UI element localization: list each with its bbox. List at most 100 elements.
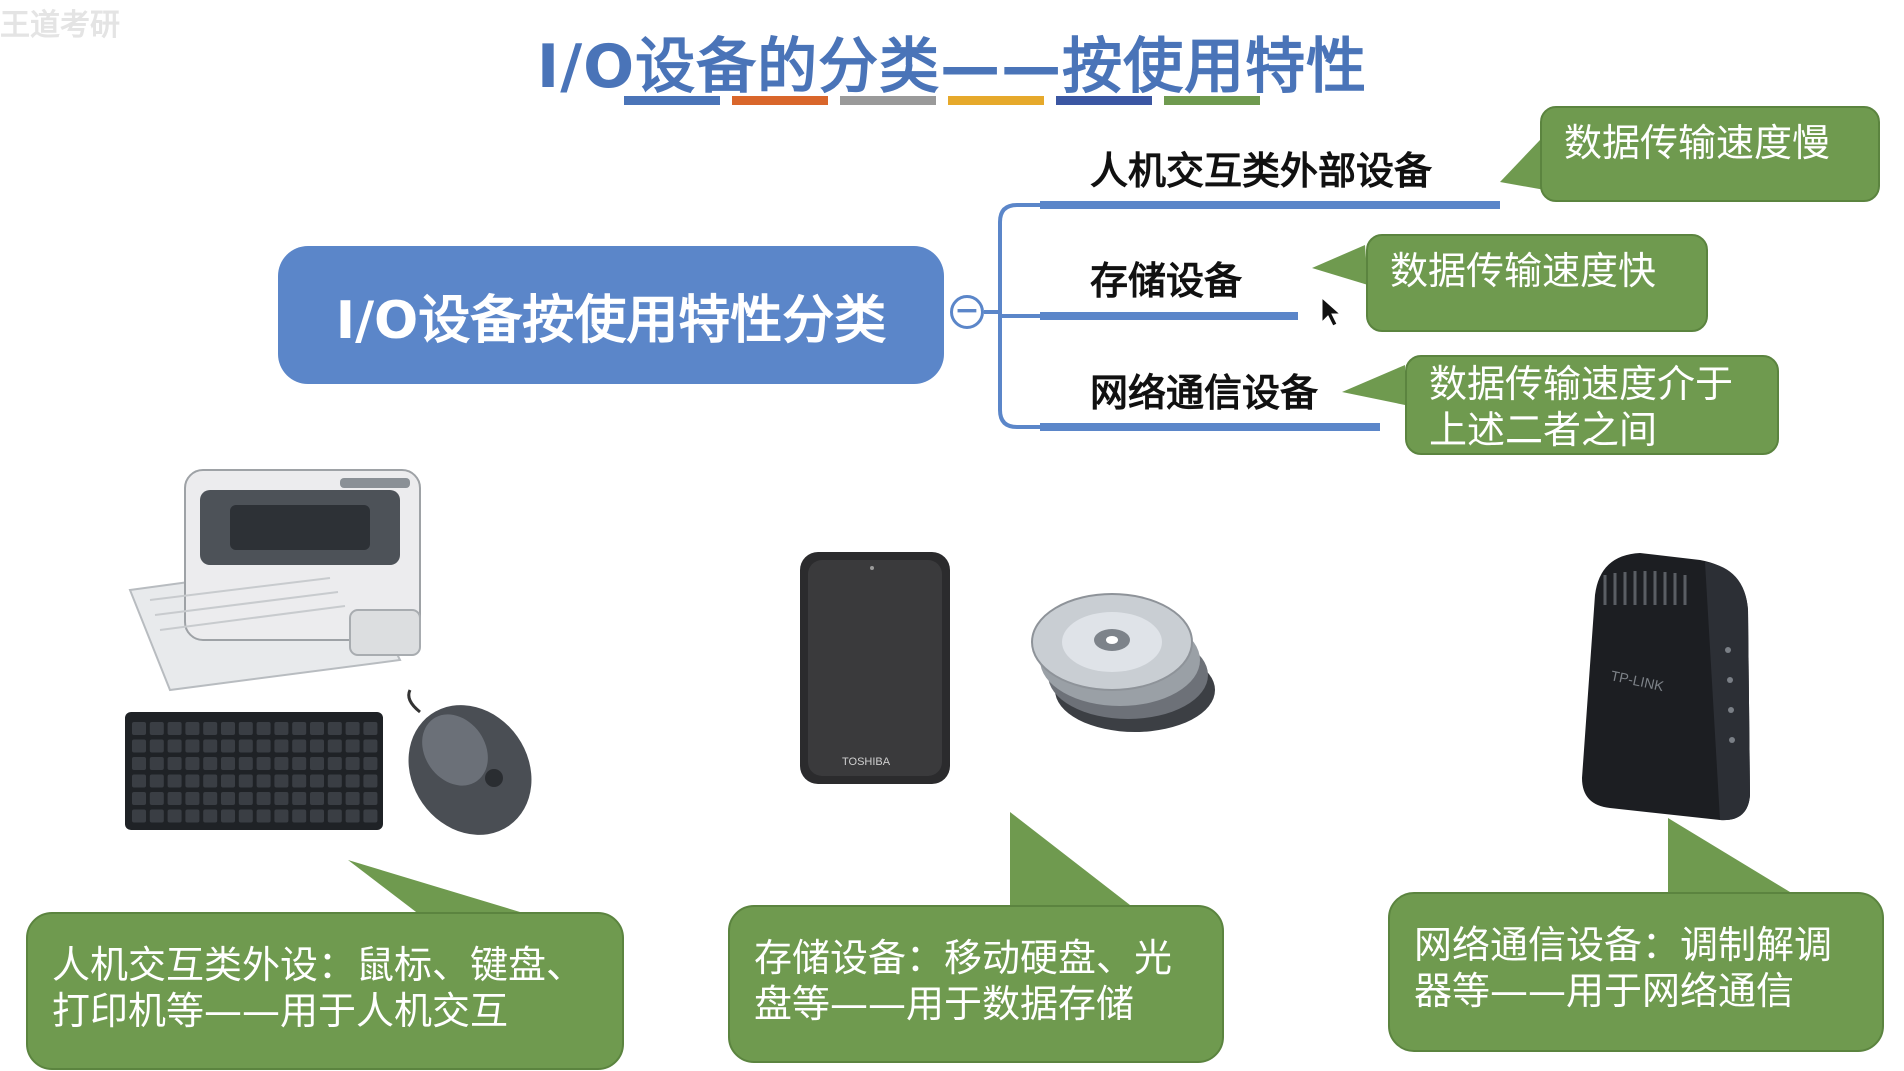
keyboard-key <box>310 775 324 788</box>
keyboard-key <box>292 775 306 788</box>
keyboard-key <box>185 792 199 805</box>
branch-underline-2 <box>1040 312 1298 320</box>
keyboard-key <box>185 740 199 753</box>
branch-human-interaction[interactable]: 人机交互类外部设备 <box>1090 140 1432 195</box>
keyboard-key <box>221 757 235 770</box>
keyboard-key <box>346 775 360 788</box>
keyboard-key <box>132 775 146 788</box>
keyboard-key <box>328 810 342 823</box>
keyboard-key <box>274 722 288 735</box>
modem-icon <box>1582 553 1750 820</box>
bubble-pointer-1 <box>348 860 520 915</box>
keyboard-key <box>310 792 324 805</box>
keyboard-key <box>310 722 324 735</box>
note-speed-fast: 数据传输速度快 <box>1366 234 1708 332</box>
keyboard-key <box>257 757 271 770</box>
keyboard-key <box>239 740 253 753</box>
keyboard-key <box>363 740 377 753</box>
keyboard-key <box>292 740 306 753</box>
keyboard-key <box>292 810 306 823</box>
keyboard-key <box>328 740 342 753</box>
keyboard-key <box>185 810 199 823</box>
keyboard-key <box>310 757 324 770</box>
keyboard-key <box>168 775 182 788</box>
keyboard-key <box>132 792 146 805</box>
keyboard-key <box>346 810 360 823</box>
keyboard-key <box>274 757 288 770</box>
keyboard-key <box>150 810 164 823</box>
keyboard-key <box>185 722 199 735</box>
keyboard-key <box>363 810 377 823</box>
hard-drive-brand: TOSHIBA <box>842 756 891 768</box>
keyboard-key <box>257 775 271 788</box>
note-speed-between: 数据传输速度介于上述二者之间 <box>1405 355 1779 455</box>
branch-network[interactable]: 网络通信设备 <box>1090 362 1318 417</box>
keyboard-key <box>132 810 146 823</box>
keyboard-key <box>346 757 360 770</box>
bubble-network-text: 网络通信设备：调制解调器等——用于网络通信 <box>1414 923 1832 1013</box>
root-node[interactable]: I/O设备按使用特性分类 <box>278 246 944 384</box>
tag-pointer-3 <box>1342 365 1405 405</box>
keyboard-key <box>150 792 164 805</box>
keyboard-key <box>239 722 253 735</box>
keyboard-key <box>328 775 342 788</box>
bubble-storage: 存储设备：移动硬盘、光盘等——用于数据存储 <box>728 905 1224 1063</box>
keyboard-key <box>274 775 288 788</box>
note-speed-slow: 数据传输速度慢 <box>1540 106 1880 202</box>
bubble-human-interaction-text: 人机交互类外设：鼠标、键盘、打印机等——用于人机交互 <box>52 943 584 1033</box>
keyboard-key <box>346 722 360 735</box>
keyboard-key <box>150 740 164 753</box>
tag-pointer-2 <box>1312 245 1368 285</box>
keyboard-key <box>150 722 164 735</box>
keyboard-key <box>310 740 324 753</box>
tag-pointer-1 <box>1500 140 1545 190</box>
keyboard-key <box>257 792 271 805</box>
keyboard-key <box>363 792 377 805</box>
keyboard-key <box>257 810 271 823</box>
keyboard-key <box>292 722 306 735</box>
keyboard-key <box>257 722 271 735</box>
keyboard-key <box>346 740 360 753</box>
keyboard-key <box>203 722 217 735</box>
keyboard-key <box>346 792 360 805</box>
mouse-icon <box>383 681 556 859</box>
keyboard-key <box>150 775 164 788</box>
branch-underline-3 <box>1040 423 1380 431</box>
keyboard-key <box>168 740 182 753</box>
hard-drive-icon <box>800 552 950 784</box>
keyboard-key <box>292 757 306 770</box>
branch-underline-1 <box>1040 201 1500 209</box>
branch-storage[interactable]: 存储设备 <box>1090 250 1242 305</box>
bubble-storage-text: 存储设备：移动硬盘、光盘等——用于数据存储 <box>754 936 1172 1026</box>
keyboard-key <box>363 775 377 788</box>
keyboard-key <box>168 722 182 735</box>
keyboard-key <box>221 740 235 753</box>
keyboard-key <box>239 810 253 823</box>
optical-discs-icon <box>1032 594 1215 732</box>
keyboard-key <box>132 722 146 735</box>
keyboard-key <box>221 792 235 805</box>
keyboard-key <box>292 792 306 805</box>
bubble-human-interaction: 人机交互类外设：鼠标、键盘、打印机等——用于人机交互 <box>26 912 624 1070</box>
keyboard-key <box>239 775 253 788</box>
keyboard-key <box>203 757 217 770</box>
keyboard-key <box>274 810 288 823</box>
keyboard-key <box>328 722 342 735</box>
keyboard-key <box>328 792 342 805</box>
keyboard-key <box>239 757 253 770</box>
keyboard-key <box>274 792 288 805</box>
keyboard-key <box>203 810 217 823</box>
keyboard-key <box>203 775 217 788</box>
note-speed-between-text: 数据传输速度介于上述二者之间 <box>1429 362 1733 452</box>
note-speed-slow-text: 数据传输速度慢 <box>1564 121 1830 165</box>
keyboard-key <box>257 740 271 753</box>
keyboard-key <box>328 757 342 770</box>
keyboard-key <box>363 757 377 770</box>
keyboard-key <box>274 740 288 753</box>
note-speed-fast-text: 数据传输速度快 <box>1390 249 1656 293</box>
keyboard-key <box>239 792 253 805</box>
keyboard-key <box>221 775 235 788</box>
keyboard-icon <box>125 712 383 830</box>
bubble-pointer-3 <box>1668 818 1790 892</box>
collapse-toggle[interactable]: − <box>950 295 984 329</box>
